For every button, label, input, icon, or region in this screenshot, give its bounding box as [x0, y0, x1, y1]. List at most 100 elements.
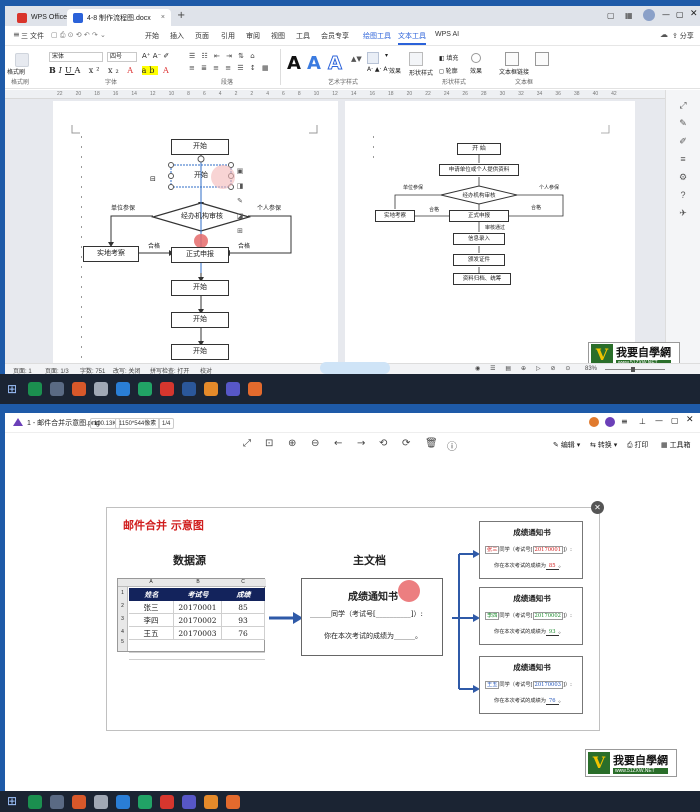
- format-painter-icon[interactable]: [15, 53, 29, 67]
- r-flow-decision[interactable]: 经办机构审核: [462, 193, 496, 199]
- close-tab-icon[interactable]: ×: [160, 14, 165, 21]
- menu-wps-ai[interactable]: WPS AI: [435, 31, 460, 38]
- new-tab-icon[interactable]: +: [177, 10, 186, 21]
- minimize-icon[interactable]: —: [655, 416, 663, 425]
- taskbar-viewer-icon[interactable]: [182, 795, 196, 809]
- grid-icon[interactable]: ▦: [625, 11, 633, 20]
- taskbar-app-icon-4[interactable]: [94, 795, 108, 809]
- taskbar-app-icon-9[interactable]: [204, 795, 218, 809]
- flow-formal-apply[interactable]: 正式申报: [171, 247, 229, 263]
- minimize-icon[interactable]: —: [662, 10, 670, 19]
- flow-selected-textbox[interactable]: 开始: [194, 172, 208, 179]
- r-flow-apply[interactable]: 申请单位或个人提供资料: [439, 164, 519, 176]
- flow-decision[interactable]: 经办机构审核: [181, 213, 223, 220]
- pin-icon[interactable]: ⊥: [639, 417, 646, 426]
- cloud-icon[interactable]: ☁: [660, 30, 668, 39]
- flow-box-5[interactable]: 开始: [171, 344, 229, 360]
- zoom-in-icon[interactable]: ⊕: [288, 438, 297, 449]
- taskbar-app-icon-11[interactable]: [248, 382, 262, 396]
- shape-effect-icon[interactable]: [471, 53, 481, 63]
- sidebar-help-icon[interactable]: ?: [680, 190, 686, 200]
- shape-fill-icon[interactable]: ◨: [236, 183, 244, 190]
- taskbar-word-icon[interactable]: [182, 382, 196, 396]
- menu-drawing-tools[interactable]: 绘图工具: [363, 33, 391, 40]
- shape-style-button[interactable]: 形状样式: [409, 71, 434, 77]
- close-image-icon[interactable]: ✕: [591, 501, 604, 514]
- actual-size-icon[interactable]: ⊡: [265, 438, 274, 449]
- print-button[interactable]: ⎙ 打印: [627, 442, 649, 449]
- font-name-select[interactable]: 宋体: [49, 52, 103, 62]
- tab-document[interactable]: 4-8 制作流程图.docx ×: [67, 9, 171, 26]
- art-more-icon[interactable]: ▲▼: [351, 55, 362, 63]
- taskbar-app-icon-3[interactable]: [72, 382, 86, 396]
- taskbar-app-icon-1[interactable]: [28, 795, 42, 809]
- tab-wps-home[interactable]: WPS Office: [11, 9, 73, 26]
- taskbar-app-icon-4[interactable]: [94, 382, 108, 396]
- shape-outline-button[interactable]: ◻ 轮廓: [439, 69, 458, 75]
- toolbox-button[interactable]: ▦ 工具箱: [661, 442, 691, 449]
- textbox-link-icon[interactable]: [505, 52, 519, 66]
- flow-box-4[interactable]: 开始: [171, 312, 229, 328]
- anchor-icon[interactable]: ⊟: [150, 176, 156, 183]
- taskbar-app-icon-5[interactable]: [116, 795, 130, 809]
- document-page-left[interactable]: 开始 开始 ⊟ 经办机构审核 单位参保 个人参保 实地考察 合格 合格 正式申报…: [53, 101, 338, 363]
- zoom-out-icon[interactable]: ⊖: [311, 438, 320, 449]
- shape-crop-icon[interactable]: ⊞: [237, 228, 243, 235]
- textbox-link-button[interactable]: 文本框链接: [499, 70, 530, 76]
- close-window-icon[interactable]: ✕: [690, 9, 698, 19]
- menu-reference[interactable]: 引用: [221, 33, 235, 40]
- font-size-select[interactable]: 四号: [107, 52, 137, 62]
- flow-start-box[interactable]: 开始: [171, 139, 229, 155]
- status-proof[interactable]: 校对: [200, 369, 213, 374]
- share-button[interactable]: ⇪ 分享: [672, 33, 694, 40]
- rotate-left-icon[interactable]: ⟲: [379, 438, 388, 449]
- r-flow-field-visit[interactable]: 实地考察: [375, 210, 415, 222]
- view-mode-icons[interactable]: ◉ ☰ ▤ ⊕ ▷ ⊘ ⊙: [475, 365, 575, 372]
- vip-icon[interactable]: [605, 417, 615, 427]
- zoom-slider-handle[interactable]: [631, 367, 635, 372]
- taskbar-app-icon-9[interactable]: [204, 382, 218, 396]
- rotate-right-icon[interactable]: ⟳: [402, 438, 411, 449]
- art-style-blue[interactable]: A: [307, 53, 321, 74]
- font-style-buttons[interactable]: BIUA̶ x² x₂ A ab A: [49, 65, 172, 75]
- window-layout-icon[interactable]: ▢: [607, 11, 615, 20]
- shape-effect-button[interactable]: 效果: [470, 69, 483, 75]
- sidebar-share-icon[interactable]: ✈: [679, 208, 687, 218]
- windows-start-icon[interactable]: ⊞: [7, 794, 18, 808]
- sidebar-format-icon[interactable]: ≡: [680, 154, 686, 164]
- text-direction-icon[interactable]: [535, 52, 549, 66]
- r-flow-formal-apply[interactable]: 正式申报: [449, 210, 509, 222]
- flow-box-3[interactable]: 开始: [171, 280, 229, 296]
- taskbar-app-icon-3[interactable]: [72, 795, 86, 809]
- document-page-right[interactable]: 开 始 申请单位或个人提供资料 经办机构审核 单位参保 个人参保 实地考察 合格…: [345, 101, 635, 363]
- shape-style-icon[interactable]: ◪: [236, 213, 244, 220]
- convert-button[interactable]: ⇆ 转换 ▾: [590, 442, 618, 449]
- maximize-icon[interactable]: ▢: [671, 416, 679, 425]
- floating-input-bar[interactable]: [320, 362, 390, 374]
- shape-fill-button[interactable]: ◧ 填充: [439, 56, 459, 62]
- edit-button[interactable]: ✎ 编辑 ▾: [553, 442, 581, 449]
- taskbar-wps-icon[interactable]: [160, 382, 174, 396]
- r-flow-certificate[interactable]: 颁发证件: [453, 254, 505, 266]
- close-window-icon[interactable]: ✕: [686, 415, 694, 425]
- align-buttons[interactable]: ≡ ≣ ≡ ≡ ☰ ↕ ▦: [189, 64, 271, 72]
- menu-file[interactable]: 三 文件: [21, 33, 44, 40]
- list-buttons[interactable]: ☰ ☷ ⇤ ⇥ ⇅ ⌂: [189, 52, 257, 60]
- sidebar-settings-icon[interactable]: ⚙: [678, 172, 688, 182]
- menu-view[interactable]: 视图: [271, 33, 285, 40]
- text-fill-button[interactable]: ▾: [385, 53, 389, 59]
- taskbar-app-icon-5[interactable]: [116, 382, 130, 396]
- flow-field-visit[interactable]: 实地考察: [83, 246, 139, 262]
- shape-style-icon[interactable]: [409, 52, 423, 66]
- maximize-icon[interactable]: ▢: [676, 10, 684, 19]
- font-grow-icon[interactable]: A⁺ A⁻ ✐: [142, 52, 170, 60]
- shape-pen-icon[interactable]: ✎: [237, 198, 243, 205]
- menu-page[interactable]: 页面: [195, 33, 209, 40]
- r-flow-input[interactable]: 信息录入: [453, 233, 505, 245]
- taskbar-app-icon-2[interactable]: [50, 795, 64, 809]
- menu-review[interactable]: 审阅: [246, 33, 260, 40]
- layout-icon[interactable]: ▣: [236, 168, 244, 175]
- avatar[interactable]: [589, 417, 599, 427]
- menu-tools[interactable]: 工具: [296, 33, 310, 40]
- taskbar-app-icon-10[interactable]: [226, 382, 240, 396]
